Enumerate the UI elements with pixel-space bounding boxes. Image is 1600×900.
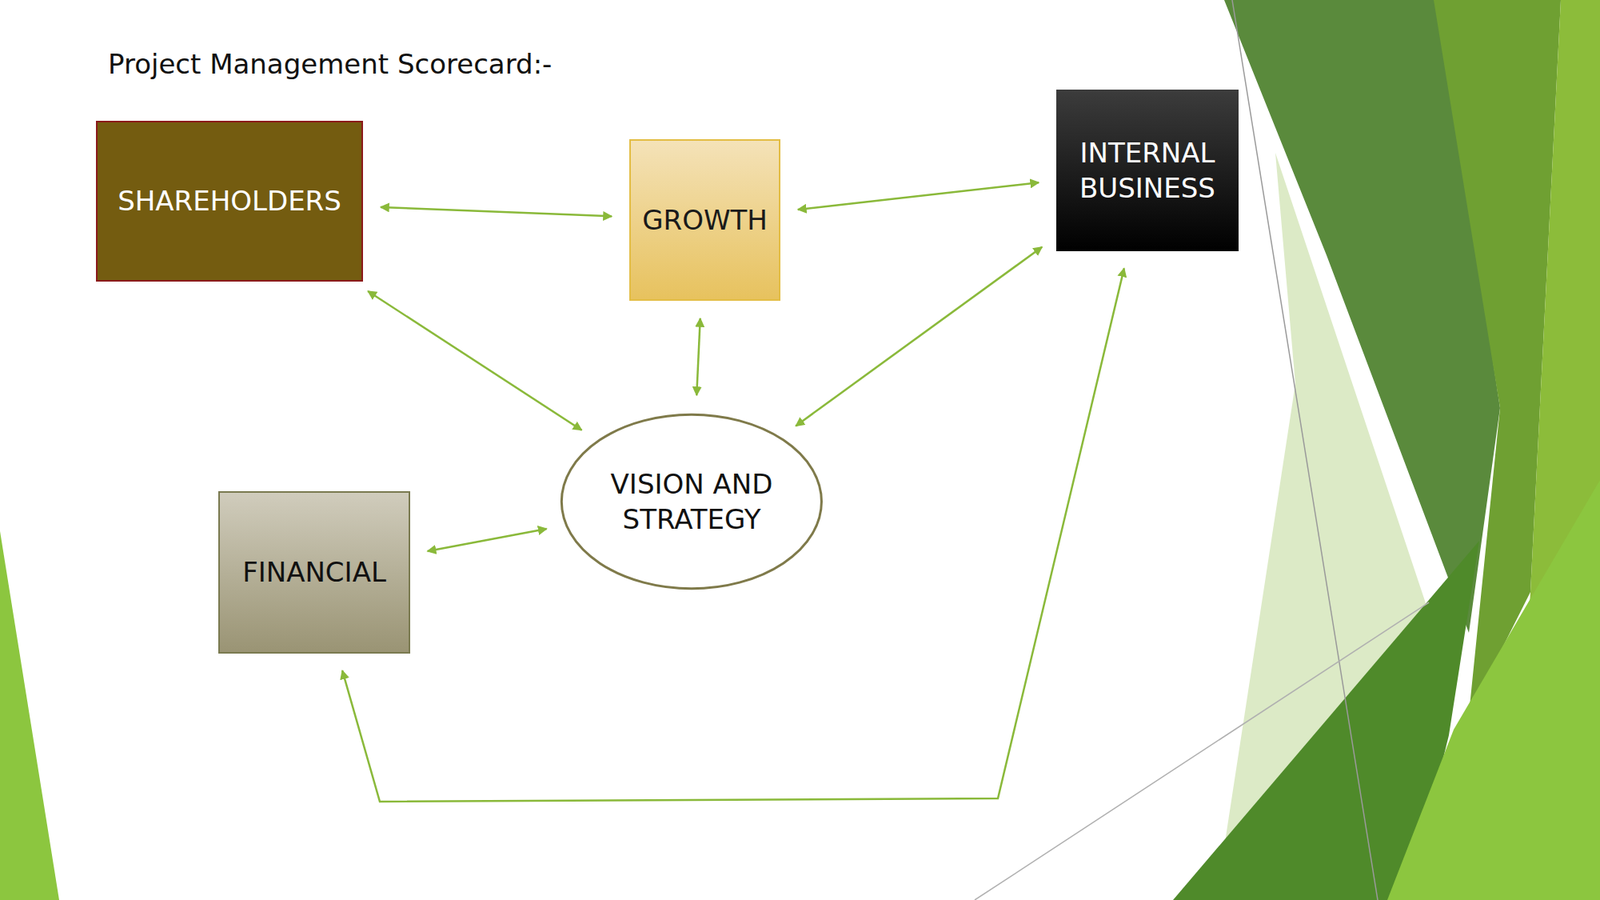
internal-business-box: INTERNAL BUSINESS xyxy=(1056,89,1239,252)
node-label: FINANCIAL xyxy=(242,554,387,590)
shareholders-box: SHAREHOLDERS xyxy=(95,120,364,282)
connector-arrow xyxy=(795,247,1042,427)
ellipse-outline xyxy=(558,412,825,591)
connector-arrow xyxy=(798,182,1039,210)
growth-box: GROWTH xyxy=(629,139,781,301)
connector-arrow xyxy=(427,528,547,551)
node-label: VISION AND STRATEGY xyxy=(606,466,779,537)
node-label: INTERNAL BUSINESS xyxy=(1067,135,1228,206)
vision-strategy-ellipse: VISION AND STRATEGY xyxy=(558,412,825,591)
node-label: GROWTH xyxy=(642,202,768,238)
connector-arrow xyxy=(367,291,582,431)
financial-box: FINANCIAL xyxy=(218,490,411,654)
lower-bright-facet xyxy=(1387,479,1600,900)
connector-arrow xyxy=(380,207,612,216)
slide-title: Project Management Scorecard:- xyxy=(107,47,552,80)
node-label: SHAREHOLDERS xyxy=(117,183,342,219)
connector-arrow xyxy=(696,318,701,396)
connector-arrow xyxy=(342,267,1125,802)
left-green-strip xyxy=(0,530,60,900)
thin-line xyxy=(1232,0,1378,900)
thin-line xyxy=(974,602,1429,900)
